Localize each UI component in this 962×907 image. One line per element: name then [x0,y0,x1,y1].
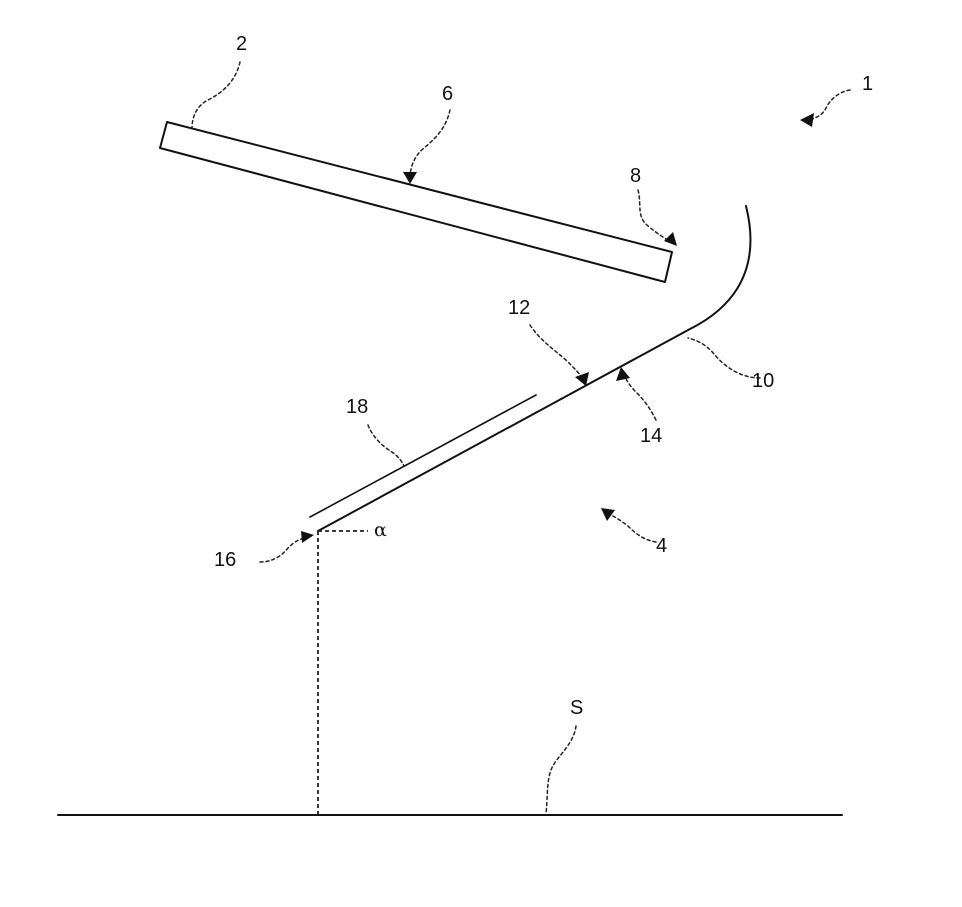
arrowhead-6 [403,172,417,184]
label-14: 14 [640,425,662,447]
arrowhead-4 [601,508,615,521]
label-16: 16 [214,549,236,571]
label-6: 6 [442,83,453,105]
leader-lines [192,62,850,814]
lower-reflector [310,206,750,531]
reference-labels: 1 2 6 8 12 10 18 14 α 4 16 S [214,33,873,719]
label-8: 8 [630,165,641,187]
label-1: 1 [862,73,873,95]
label-12: 12 [508,297,530,319]
label-10: 10 [752,370,774,392]
arrowhead-1 [800,113,814,127]
arrowhead-16 [301,531,314,543]
label-surface-s: S [570,697,583,719]
label-18: 18 [346,396,368,418]
upper-panel [160,122,672,282]
arrowheads [301,113,814,543]
angle-alpha-label: α [374,519,387,541]
label-4: 4 [656,535,667,557]
label-2: 2 [236,33,247,55]
